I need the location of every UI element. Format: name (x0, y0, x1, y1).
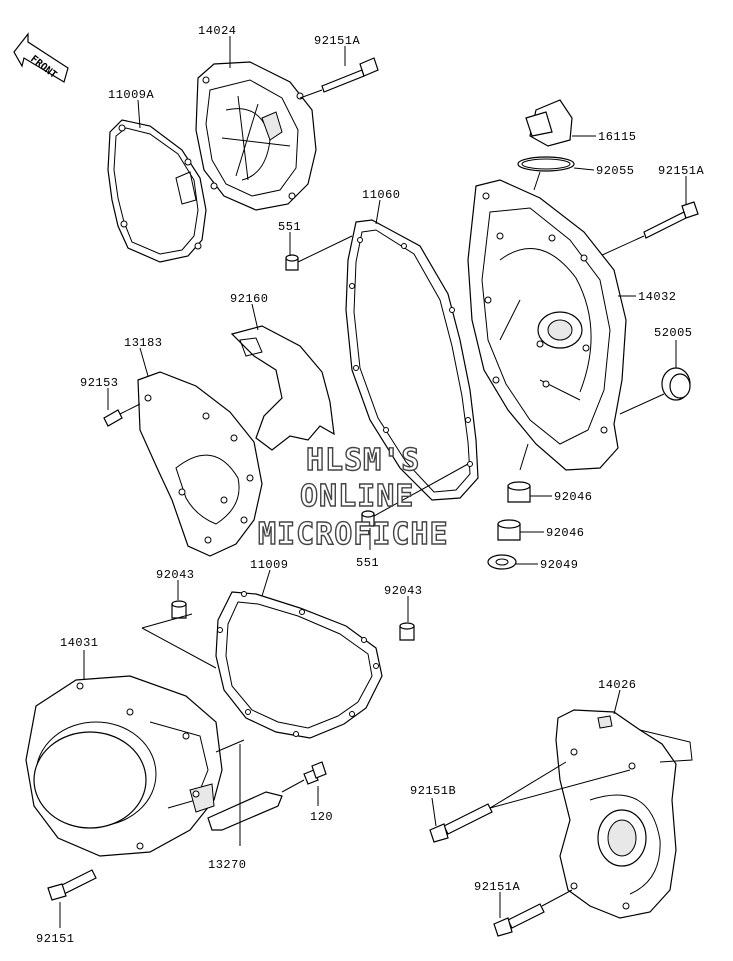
part-14026-sprocket-cover (555, 709, 693, 919)
part-92043-dowel-right (399, 622, 415, 641)
part-92151A-bolt-top (321, 57, 379, 93)
part-92151-bolt (47, 869, 97, 901)
watermark-line-2: ONLINE (300, 479, 414, 514)
watermark-line-1: HLSM'S (306, 443, 420, 478)
label-92151A-right: 92151A (658, 164, 705, 178)
part-92160-plate (230, 325, 335, 451)
label-92046-a: 92046 (554, 490, 593, 504)
label-14032: 14032 (638, 290, 677, 304)
part-11009A-gasket (107, 119, 207, 263)
part-92151B-bolt (429, 803, 493, 843)
part-551-dowel-bottom (361, 510, 375, 527)
label-14026: 14026 (598, 678, 637, 692)
label-92046-b: 92046 (546, 526, 585, 540)
part-92049-washer (487, 554, 517, 570)
label-52005: 52005 (654, 326, 693, 340)
part-120-screw (303, 761, 327, 785)
part-11009-gasket (215, 591, 383, 739)
label-13270: 13270 (208, 858, 247, 872)
part-92043-dowel-left (171, 600, 187, 619)
label-92043-right: 92043 (384, 584, 423, 598)
label-11060: 11060 (362, 188, 401, 202)
label-92151A-top: 92151A (314, 34, 361, 48)
part-92153-screw (103, 409, 123, 427)
label-16115: 16115 (598, 130, 637, 144)
label-92043-left: 92043 (156, 568, 195, 582)
label-11009A: 11009A (108, 88, 155, 102)
part-13270-clamp (207, 791, 283, 831)
part-13183-plate (137, 371, 263, 557)
label-92153: 92153 (80, 376, 119, 390)
watermark-line-3: MICROFICHE (258, 517, 449, 552)
label-14031: 14031 (60, 636, 99, 650)
part-14031-generator-cover (25, 675, 223, 857)
label-92055: 92055 (596, 164, 635, 178)
part-16115-oil-cap (525, 99, 573, 147)
label-92151: 92151 (36, 932, 75, 946)
label-92049: 92049 (540, 558, 579, 572)
part-551-dowel-top (285, 254, 299, 271)
label-11009: 11009 (250, 558, 289, 572)
part-92055-o-ring (517, 156, 575, 172)
part-52005-oil-seal (661, 367, 691, 401)
part-14032-clutch-cover (467, 179, 627, 471)
watermark: HLSM'S ONLINE MICROFICHE (257, 442, 449, 552)
part-14024-cover (195, 61, 317, 211)
front-direction-arrow: FRONT (13, 32, 69, 83)
part-92151A-bolt-bottom (493, 903, 545, 937)
label-14024: 14024 (198, 24, 237, 38)
part-92151A-bolt-right (643, 201, 699, 239)
label-13183: 13183 (124, 336, 163, 350)
label-551-top: 551 (278, 220, 301, 234)
label-92160: 92160 (230, 292, 269, 306)
label-92151B: 92151B (410, 784, 456, 798)
part-92046-bearing-a (507, 481, 531, 503)
label-92151A-bottom: 92151A (474, 880, 521, 894)
part-92046-bearing-b (497, 519, 521, 541)
label-120: 120 (310, 810, 333, 824)
label-551-bottom: 551 (356, 556, 379, 570)
part-11060-gasket (345, 219, 479, 501)
